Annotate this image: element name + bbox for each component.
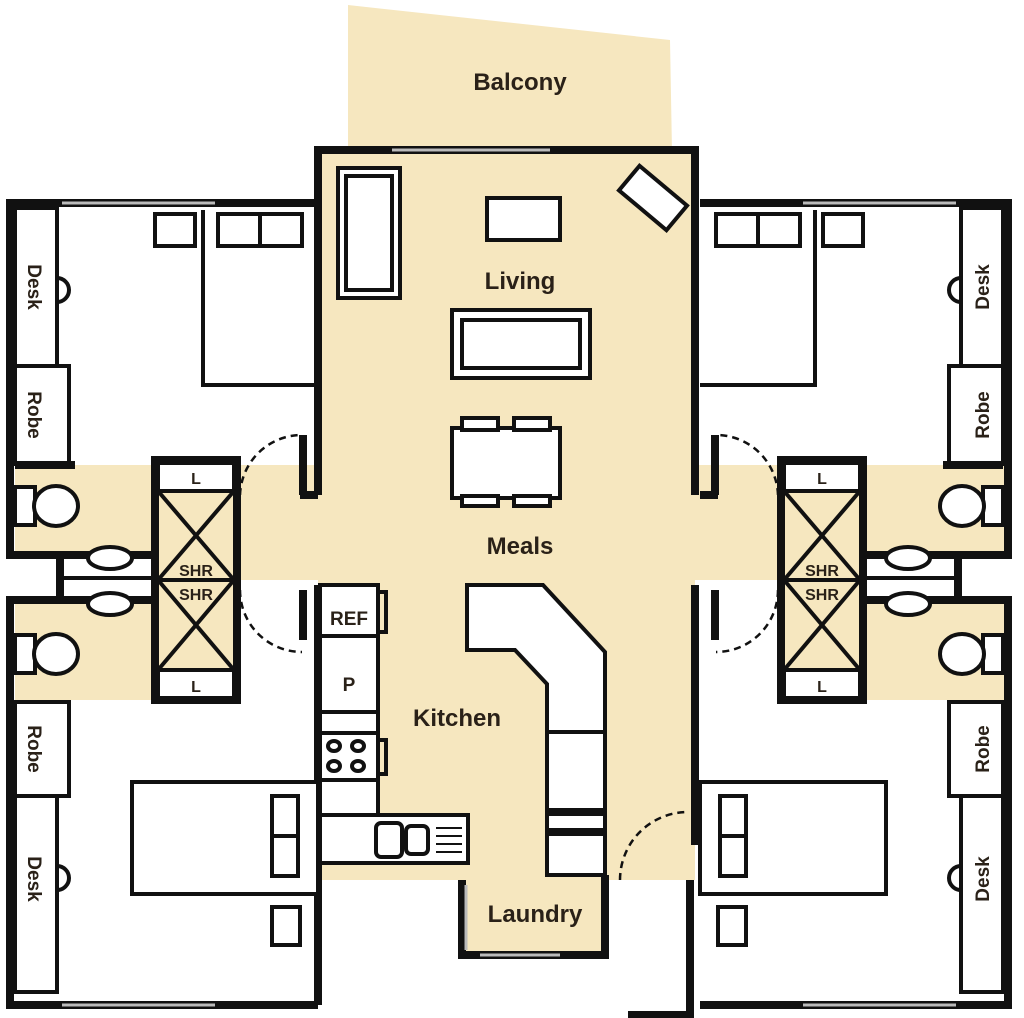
toilet-icon [32, 632, 80, 676]
linen-label: L [817, 679, 827, 696]
room-label-kitchen: Kitchen [413, 705, 501, 732]
robe-label: Robe [973, 391, 994, 439]
laundry-area [462, 875, 605, 955]
room-label-laundry: Laundry [488, 901, 583, 928]
dining-table [450, 426, 562, 500]
shower-label: SHR [805, 563, 839, 580]
shower-label: SHR [805, 587, 839, 604]
sofa-left [336, 166, 402, 300]
shower-label: SHR [179, 563, 213, 580]
kitchen-fixtures [318, 583, 609, 959]
linen-label: L [191, 471, 201, 488]
desk-label: Desk [23, 264, 44, 310]
desk-label: Desk [973, 264, 994, 310]
room-label-living: Living [485, 268, 556, 295]
pantry-label: P [343, 675, 356, 696]
sink-icon [374, 821, 462, 859]
desk-label: Desk [23, 856, 44, 902]
fridge-label: REF [330, 609, 368, 630]
balcony-area [348, 5, 672, 152]
room-label-balcony: Balcony [473, 69, 567, 96]
living-furniture [336, 162, 690, 508]
room-label-meals: Meals [487, 533, 554, 560]
left-wing [6, 199, 320, 1009]
entry-door[interactable] [618, 810, 689, 881]
robe-label: Robe [23, 725, 44, 773]
stove-icon [326, 739, 366, 773]
robe-label: Robe [973, 725, 994, 773]
kitchen-island [465, 583, 607, 877]
bedroom-door[interactable] [238, 589, 303, 654]
robe-label: Robe [23, 391, 44, 439]
toilet-icon [32, 484, 80, 528]
basin-icon [86, 545, 134, 571]
linen-label: L [817, 471, 827, 488]
armchair [616, 162, 690, 234]
basin-icon [86, 591, 134, 617]
shower-label: SHR [179, 587, 213, 604]
linen-label: L [191, 679, 201, 696]
desk-label: Desk [973, 856, 994, 902]
coffee-table [485, 196, 562, 242]
